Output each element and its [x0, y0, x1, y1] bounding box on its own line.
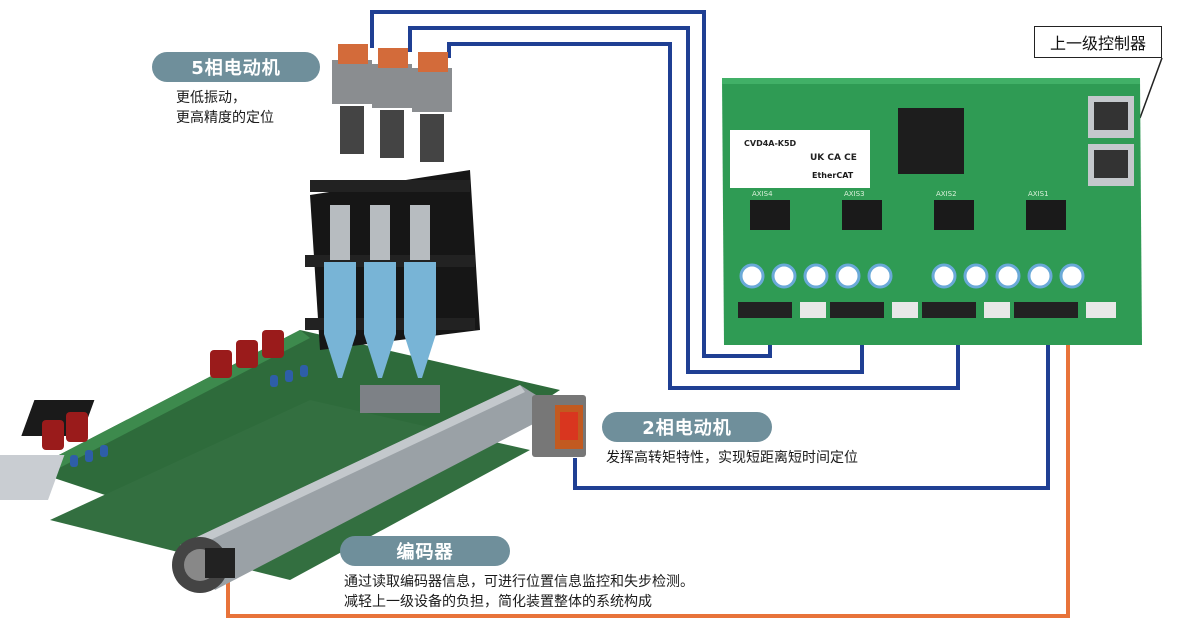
axis-label: AXIS1	[1028, 190, 1049, 198]
board-brand: EtherCAT	[812, 171, 854, 180]
motor5-title: 5相电动机	[152, 52, 320, 82]
motor2-desc-1: 发挥高转矩特性，实现短距离短时间定位	[606, 450, 858, 466]
motor-cable-2	[408, 26, 864, 374]
motor2-title: 2相电动机	[602, 412, 772, 442]
axis-label: AXIS3	[844, 190, 865, 198]
motor5-desc-2: 更高精度的定位	[176, 110, 274, 126]
axis-label: AXIS4	[752, 190, 773, 198]
board-marks: UK CA CE	[810, 153, 857, 163]
motor5-desc-1: 更低振动，	[176, 90, 246, 106]
mcu-chip	[898, 108, 964, 174]
encoder-desc-2: 减轻上一级设备的负担，简化装置整体的系统构成	[344, 594, 652, 610]
motor-cables	[370, 10, 1050, 490]
encoder-desc-1: 通过读取编码器信息，可进行位置信息监控和失步检测。	[344, 574, 694, 590]
axis-label: AXIS2	[936, 190, 957, 198]
axis-labels: AXIS4 AXIS3 AXIS2 AXIS1	[752, 190, 1049, 198]
controller-link	[1139, 57, 1163, 119]
motor-cable-1	[370, 10, 772, 358]
motor-tower	[305, 44, 480, 413]
encoder-cable	[226, 318, 1070, 618]
upper-controller-label: 上一级控制器	[1034, 26, 1162, 58]
motor-cable-3	[447, 42, 960, 390]
motor-cable-4	[573, 318, 1050, 490]
encoder-title: 编码器	[340, 536, 510, 566]
board-model: CVD4A-K5D	[744, 139, 797, 148]
controller-board: CVD4A-K5D UK CA CE EtherCAT AXIS4 AXIS3 …	[722, 78, 1142, 345]
